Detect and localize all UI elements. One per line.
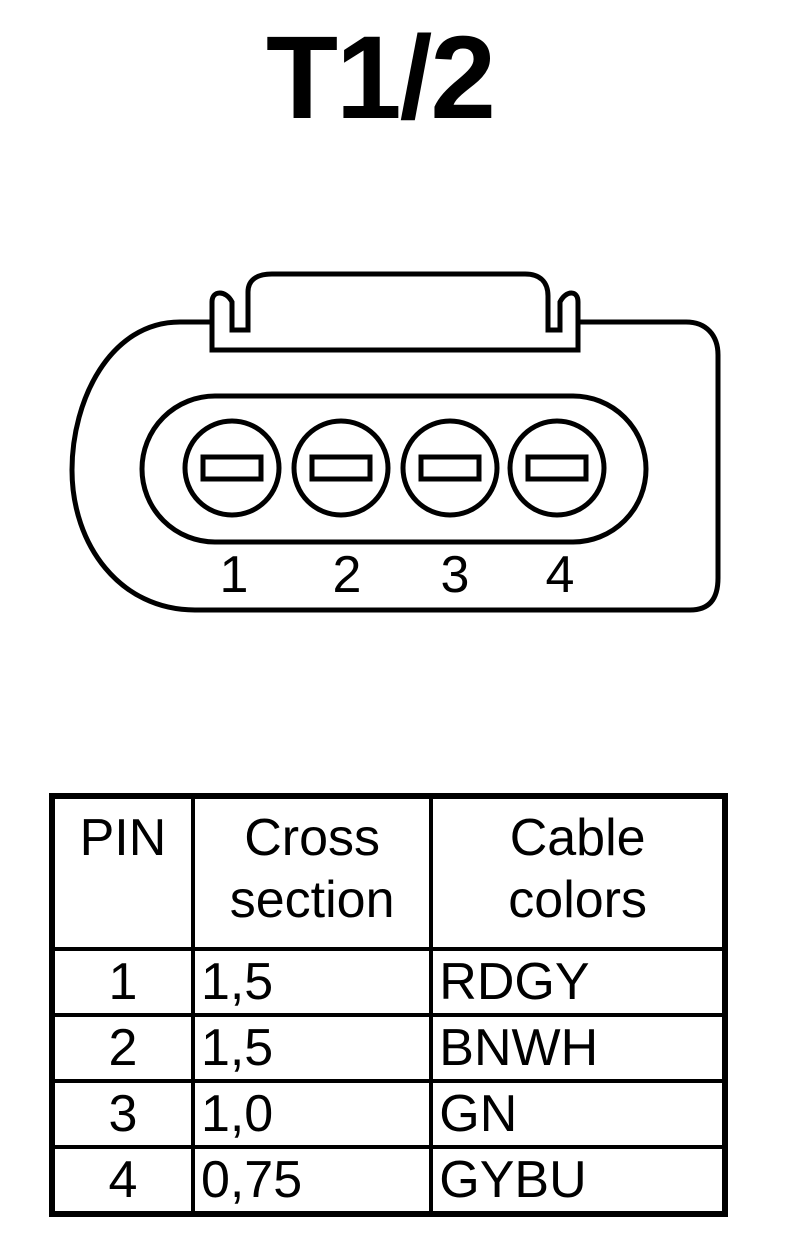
pin-table: PIN Cross section Cable colors 1 1,5 RDG… [49, 793, 728, 1217]
pin-number-label: 4 [546, 546, 575, 604]
pin-cavity [139, 393, 649, 545]
table-row: 4 0,75 GYBU [50, 1145, 727, 1216]
pin-number-label: 2 [333, 546, 362, 604]
cell-pin: 4 [50, 1145, 195, 1216]
connector-title: T1/2 [265, 12, 496, 144]
pin-number-label: 3 [441, 546, 470, 604]
cell-cross-section: 1,5 [190, 947, 434, 1017]
cell-cable-color: GYBU [429, 1145, 727, 1216]
header-cable-colors: Cable colors [429, 794, 727, 951]
table-row: 2 1,5 BNWH [50, 1013, 727, 1083]
table-row: 3 1,0 GN [50, 1079, 727, 1149]
pin-contact-slot [309, 454, 373, 482]
connector-diagram: 1 2 3 4 [69, 271, 721, 613]
header-pin: PIN [50, 794, 195, 951]
cell-pin: 3 [50, 1079, 195, 1149]
cell-cross-section: 1,0 [190, 1079, 434, 1149]
cell-cross-section: 1,5 [190, 1013, 434, 1083]
table-row: 1 1,5 RDGY [50, 947, 727, 1017]
cell-cable-color: GN [429, 1079, 727, 1149]
header-cross-section: Cross section [190, 794, 434, 951]
pin-contact-slot [418, 454, 482, 482]
pin-number-label: 1 [220, 546, 249, 604]
table-header-row: PIN Cross section Cable colors [50, 794, 727, 951]
cell-pin: 2 [50, 1013, 195, 1083]
pin-contact-slot [200, 454, 264, 482]
pin-contact-slot [525, 454, 589, 482]
cell-pin: 1 [50, 947, 195, 1017]
cell-cable-color: RDGY [429, 947, 727, 1017]
cell-cross-section: 0,75 [190, 1145, 434, 1216]
cell-cable-color: BNWH [429, 1013, 727, 1083]
connector-latch [209, 271, 581, 353]
